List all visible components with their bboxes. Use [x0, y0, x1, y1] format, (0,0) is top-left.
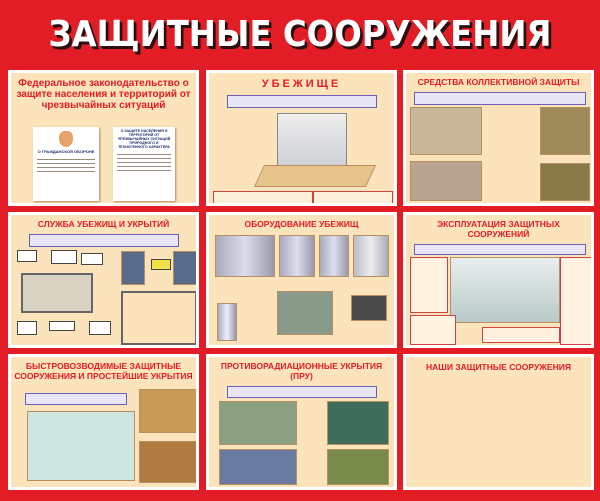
org-box — [49, 321, 75, 331]
dugout-illustration — [540, 107, 590, 155]
behaviour-rules-box — [560, 257, 591, 345]
definition-note — [29, 234, 179, 247]
panel-title: ЭКСПЛУАТАЦИЯ ЗАЩИТНЫХ СООРУЖЕНИЙ — [437, 219, 560, 239]
panel-title: УБЕЖИЩЕ — [261, 78, 342, 90]
building-illustration — [450, 257, 560, 323]
water-tank — [217, 303, 237, 341]
premises-table — [313, 191, 393, 203]
panel-title: Федеральное законодательство о защите на… — [16, 78, 191, 111]
trench-illustration — [139, 441, 196, 483]
org-box — [17, 321, 37, 335]
org-box — [81, 253, 103, 265]
panel-anti-radiation: ПРОТИВОРАДИАЦИОННЫЕ УКРЫТИЯ (ПРУ) — [206, 354, 397, 490]
filter-absorber — [319, 235, 349, 277]
definition-note — [227, 386, 377, 398]
panel-shelter-equipment: ОБОРУДОВАНИЕ УБЕЖИЩ — [206, 212, 397, 348]
definition-note — [25, 393, 127, 405]
definition-note — [414, 244, 586, 255]
panel-title: СЛУЖБА УБЕЖИЩ И УКРЫТИЙ — [37, 219, 170, 229]
diesel-generator — [277, 291, 333, 335]
panel-quick-shelters: БЫСТРОВОЗВОДИМЫЕ ЗАЩИТНЫЕ СООРУЖЕНИЯ И П… — [8, 354, 199, 490]
org-box — [89, 321, 111, 335]
document-emergency-protection: О ЗАЩИТЕ НАСЕЛЕНИЯ И ТЕРРИТОРИЙ ОТ ЧРЕЗВ… — [113, 127, 175, 201]
shelter-table — [213, 191, 313, 203]
coat-of-arms-icon — [59, 131, 73, 147]
filter-ventilation-unit — [215, 235, 275, 277]
panel-our-shelters: НАШИ ЗАЩИТНЫЕ СООРУЖЕНИЯ — [403, 354, 594, 490]
panel-shelter-service: СЛУЖБА УБЕЖИЩ И УКРЫТИЙ — [8, 212, 199, 348]
panel-collective-protection: СРЕДСТВА КОЛЛЕКТИВНОЙ ЗАЩИТЫ — [403, 70, 594, 206]
panel-title: НАШИ ЗАЩИТНЫЕ СООРУЖЕНИЯ — [426, 362, 571, 372]
shelter-floor-plan — [253, 165, 377, 187]
document-title: О ГРАЖДАНСКОЙ ОБОРОНЕ — [37, 149, 95, 154]
panel-operation: ЭКСПЛУАТАЦИЯ ЗАЩИТНЫХ СООРУЖЕНИЙ — [403, 212, 594, 348]
document-civil-defense: О ГРАЖДАНСКОЙ ОБОРОНЕ — [33, 127, 99, 201]
filter-unit — [353, 235, 389, 277]
house-pru-illustration — [327, 401, 389, 445]
excavation-illustration — [139, 389, 196, 433]
cellar-pru-illustration — [219, 449, 297, 485]
document-title: О ЗАЩИТЕ НАСЕЛЕНИЯ И ТЕРРИТОРИЙ ОТ ЧРЕЗВ… — [117, 129, 171, 149]
panel-shelter: УБЕЖИЩЕ — [206, 70, 397, 206]
rules-box — [410, 257, 448, 313]
worker-illustration — [173, 251, 196, 285]
fan-unit — [279, 235, 315, 277]
basement-shelter-illustration — [410, 107, 482, 155]
shelter-layout-scheme — [121, 291, 196, 345]
warning-note — [482, 327, 560, 343]
panel-title: БЫСТРОВОЗВОДИМЫЕ ЗАЩИТНЫЕ СООРУЖЕНИЯ И П… — [14, 361, 193, 381]
panel-title: ПРОТИВОРАДИАЦИОННЫЕ УКРЫТИЯ (ПРУ) — [220, 361, 383, 381]
protective-hermetic-device — [351, 295, 387, 321]
basement-pru-illustration — [219, 401, 297, 445]
panel-title: СРЕДСТВА КОЛЛЕКТИВНОЙ ЗАЩИТЫ — [417, 77, 580, 87]
definition-note — [414, 92, 586, 105]
trench-illustration — [540, 163, 590, 201]
shelter-scheme — [21, 273, 93, 313]
dugout-pru-illustration — [327, 449, 389, 485]
org-box — [151, 259, 171, 270]
poster-title: ЗАЩИТНЫЕ СООРУЖЕНИЯ — [48, 14, 552, 55]
org-box — [51, 250, 77, 264]
signs-box — [410, 315, 456, 345]
org-box — [17, 250, 37, 262]
worker-illustration — [121, 251, 145, 285]
prefab-shelter-illustration — [27, 411, 135, 481]
definition-note — [227, 95, 377, 108]
underground-shelter-illustration — [410, 161, 482, 201]
panel-title: ОБОРУДОВАНИЕ УБЕЖИЩ — [244, 219, 359, 229]
panel-legislation: Федеральное законодательство о защите на… — [8, 70, 199, 206]
shelter-building-illustration — [277, 113, 347, 175]
